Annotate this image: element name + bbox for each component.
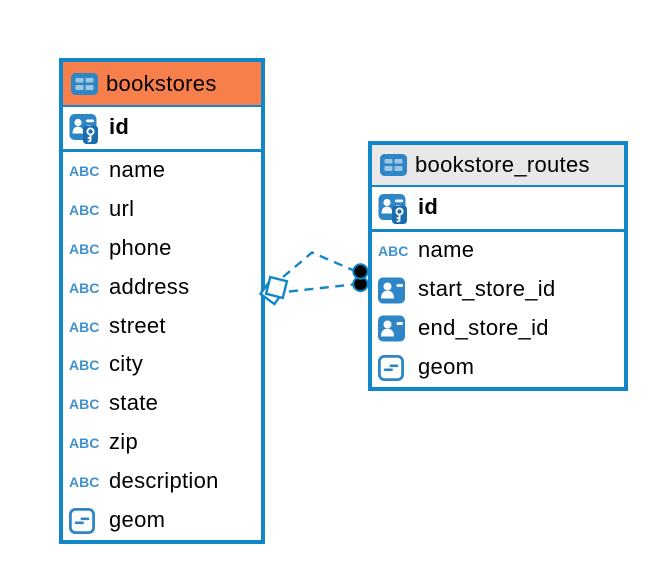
column-row[interactable]: ABC city	[63, 346, 261, 385]
column-label: start_store_id	[418, 276, 556, 302]
column-row-id[interactable]: id	[63, 107, 261, 152]
foreign-key-icon	[378, 315, 418, 342]
column-label: description	[109, 467, 219, 493]
column-row[interactable]: start_store_id	[372, 271, 624, 310]
column-row[interactable]: ABC url	[63, 191, 261, 230]
text-type-icon: ABC	[69, 396, 100, 413]
entity-table-bookstore-routes[interactable]: bookstore_routes id ABC	[368, 141, 628, 392]
primary-key-icon	[69, 113, 109, 144]
column-label: city	[109, 351, 144, 377]
column-row[interactable]: ABC address	[63, 268, 261, 307]
table-header-bookstore-routes[interactable]: bookstore_routes	[372, 145, 624, 187]
column-row[interactable]: ABC street	[63, 307, 261, 346]
column-row[interactable]: ABC zip	[63, 424, 261, 463]
column-label: name	[109, 157, 166, 183]
column-label: street	[109, 312, 166, 338]
column-label: name	[418, 237, 475, 263]
text-type-icon: ABC	[69, 240, 100, 257]
relationship-line[interactable]	[282, 251, 356, 278]
table-icon	[380, 154, 407, 176]
column-label: id	[109, 114, 130, 139]
text-type-icon: ABC	[69, 434, 100, 451]
column-row[interactable]: ABC description	[63, 462, 261, 501]
column-row[interactable]: ABC name	[63, 152, 261, 191]
column-row[interactable]: ABC name	[372, 232, 624, 271]
column-label: geom	[418, 353, 475, 379]
column-label: url	[109, 196, 135, 222]
text-type-icon: ABC	[69, 318, 100, 335]
geometry-type-icon	[378, 354, 418, 381]
entity-table-bookstores[interactable]: bookstores id ABC	[59, 58, 265, 544]
text-type-icon: ABC	[378, 243, 409, 260]
table-name: bookstores	[106, 70, 217, 96]
text-type-icon: ABC	[69, 473, 100, 490]
relationship-target-marker[interactable]	[352, 263, 369, 293]
text-type-icon: ABC	[69, 357, 100, 374]
column-row[interactable]: ABC state	[63, 385, 261, 424]
column-label: end_store_id	[418, 314, 549, 340]
text-type-icon: ABC	[69, 163, 100, 180]
geometry-type-icon	[69, 507, 109, 534]
column-label: address	[109, 273, 190, 299]
text-type-icon: ABC	[69, 279, 100, 296]
column-row[interactable]: end_store_id	[372, 310, 624, 349]
primary-key-icon	[378, 193, 418, 224]
table-icon	[71, 72, 98, 95]
foreign-key-icon	[378, 277, 418, 304]
column-label: state	[109, 390, 159, 416]
column-label: phone	[109, 234, 172, 260]
column-row[interactable]: geom	[63, 501, 261, 540]
column-label: zip	[109, 428, 139, 454]
column-row[interactable]: ABC phone	[63, 230, 261, 269]
column-row-id[interactable]: id	[372, 187, 624, 232]
table-header-bookstores[interactable]: bookstores	[63, 62, 261, 107]
column-label: geom	[109, 506, 166, 532]
text-type-icon: ABC	[69, 202, 100, 219]
table-name: bookstore_routes	[415, 152, 590, 177]
relationship-line[interactable]	[288, 283, 354, 293]
column-row[interactable]: geom	[372, 348, 624, 387]
column-label: id	[418, 194, 439, 219]
